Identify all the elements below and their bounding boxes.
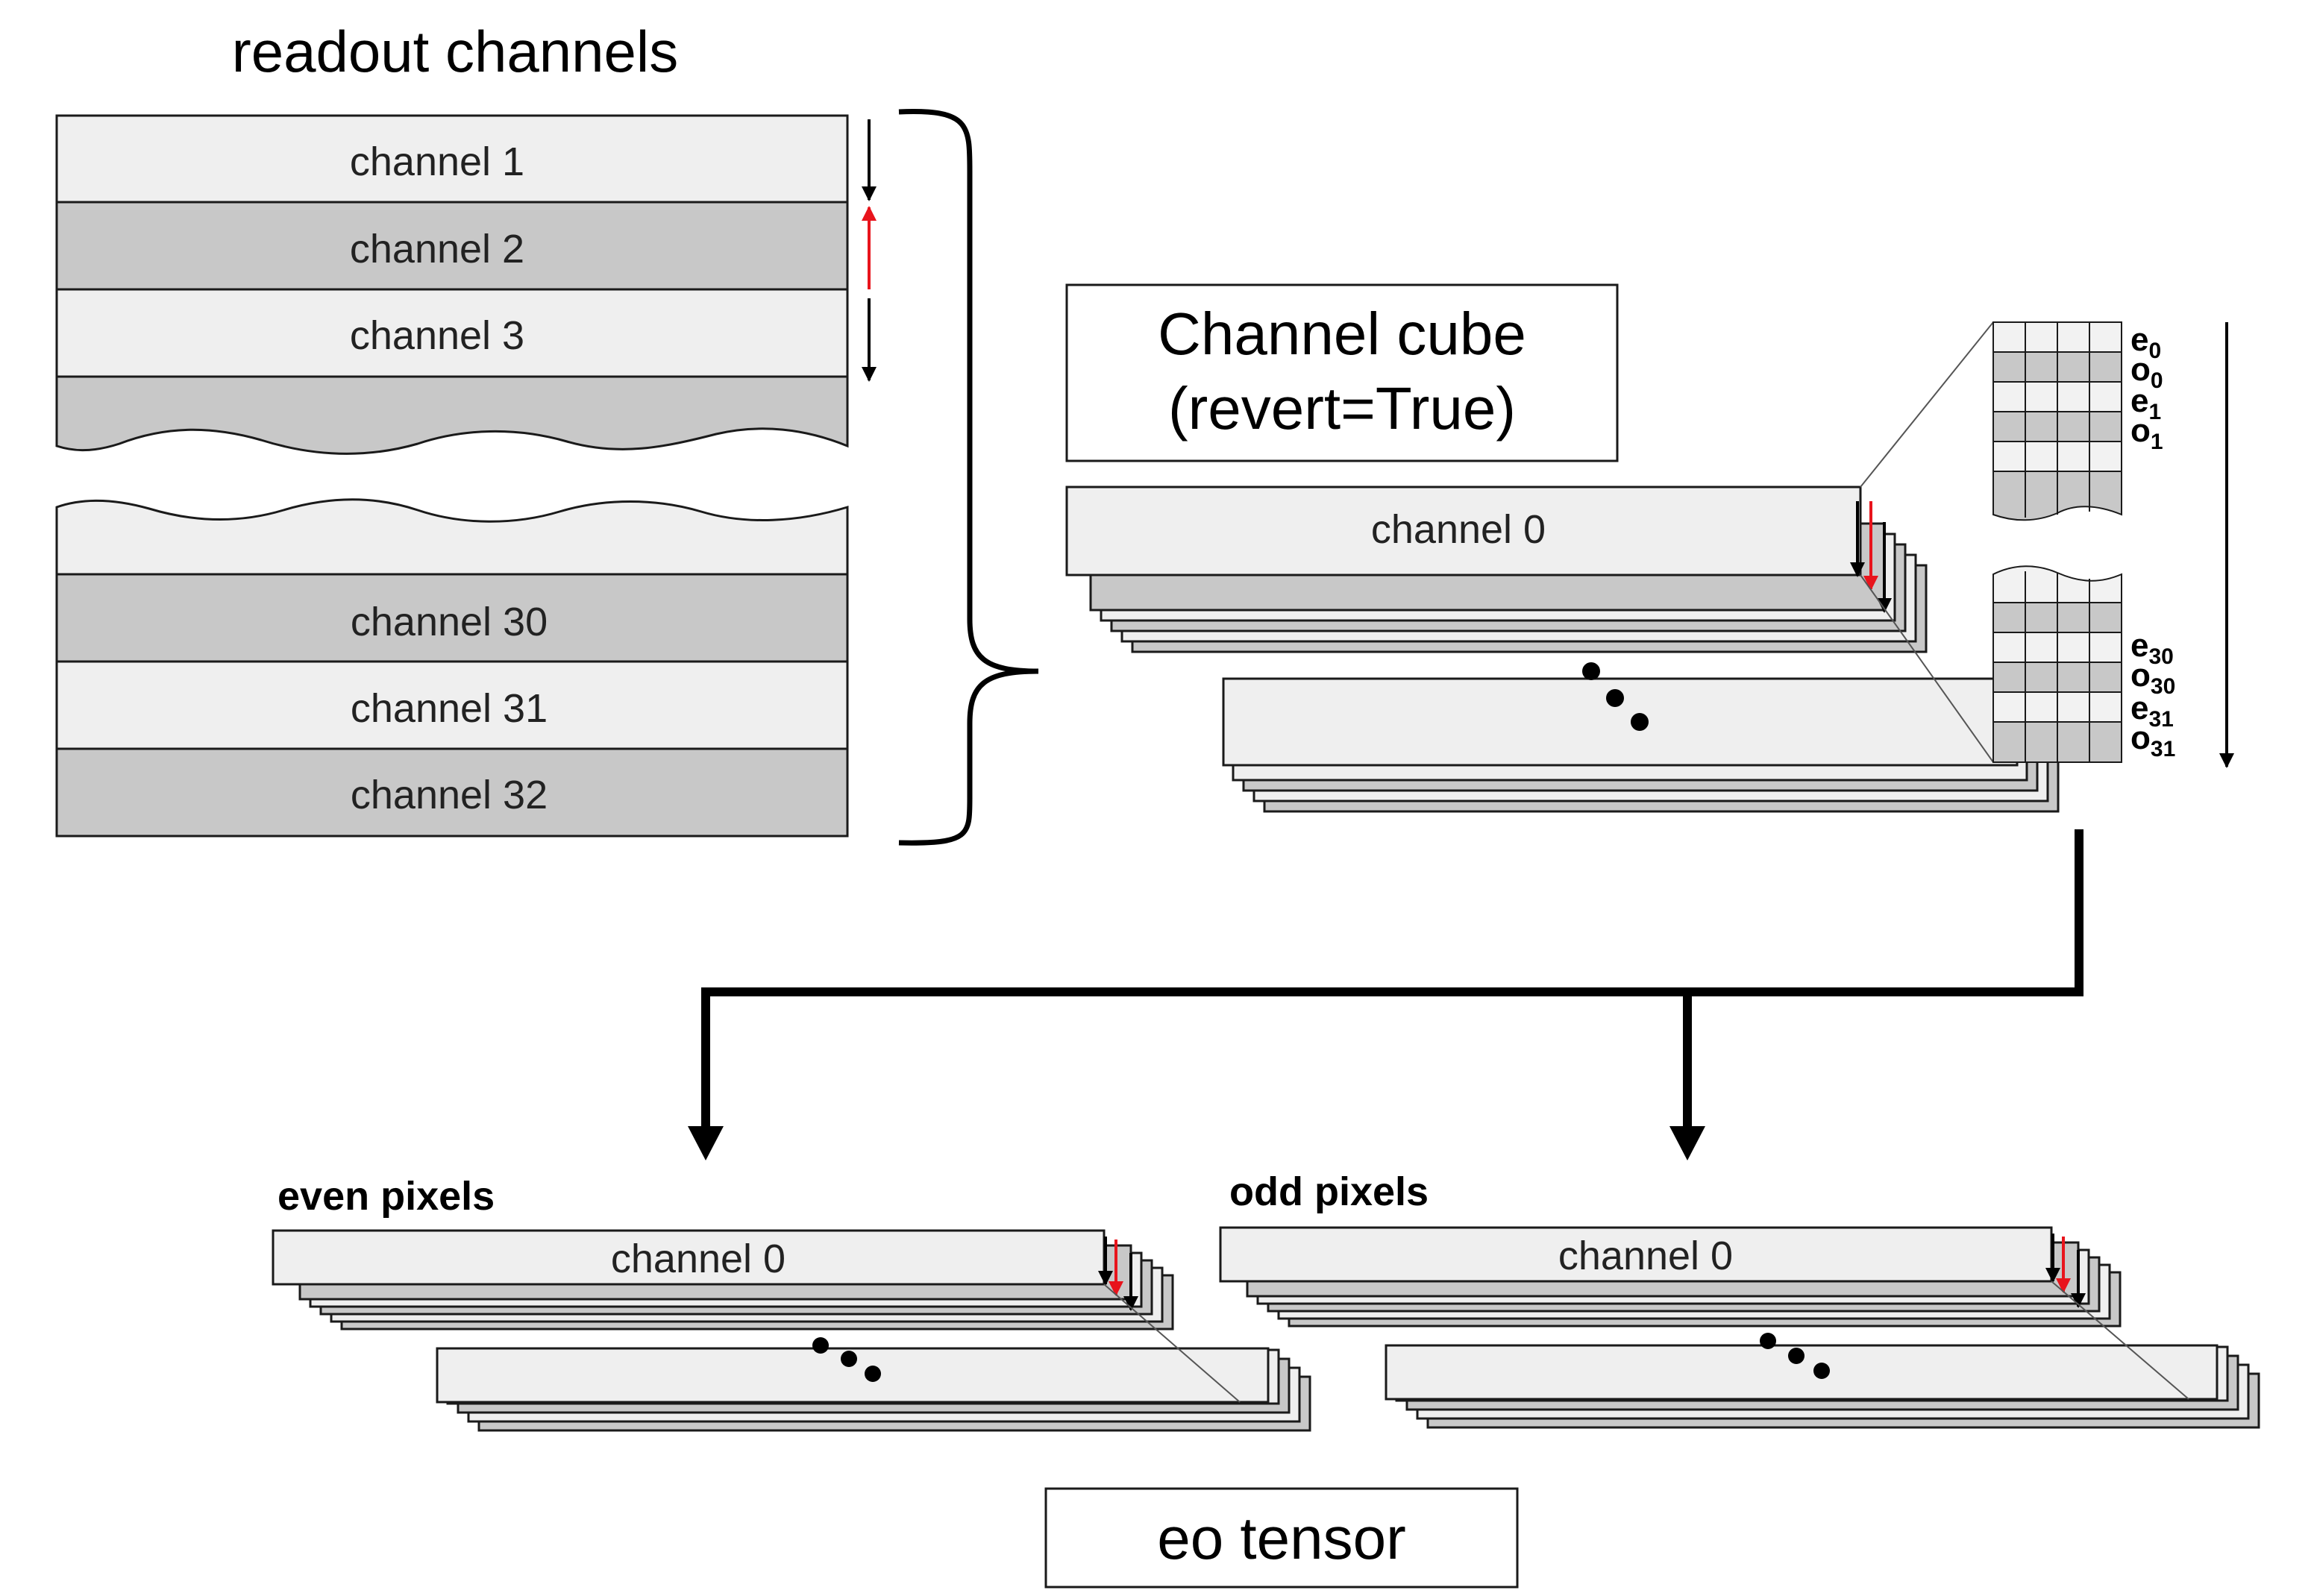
pixel-label-o1: o1: [2130, 412, 2163, 454]
zoom-line: [1860, 321, 1994, 488]
ellipsis-dot: [1631, 713, 1649, 731]
pixel-label-o0: o0: [2130, 351, 2163, 393]
split-connector: [688, 829, 2083, 1160]
split-arrow-even: [688, 1126, 724, 1160]
odd-pixels-panel: odd pixels channel 0: [1219, 1169, 2260, 1429]
pixel-label-o30: o30: [2130, 657, 2175, 699]
cube-channel-0-layer: [1065, 486, 1862, 576]
pixel-label-e1: e1: [2130, 383, 2161, 424]
ellipsis-dot: [1813, 1363, 1830, 1379]
channel-cube-title: Channel cube: [1158, 301, 1526, 367]
pixel-row-labels: e0 o0 e1 o1 e30 o30 e31 o31: [2130, 321, 2175, 761]
channel-cube-title-box: [1065, 283, 1619, 462]
eo-tensor-box: eo tensor: [1044, 1487, 1519, 1589]
pixel-label-o31: o31: [2130, 720, 2175, 761]
channel-30-label: channel 30: [351, 600, 548, 644]
odd-channel-0-label: channel 0: [1558, 1234, 1733, 1278]
ellipsis-dot: [865, 1366, 881, 1382]
pixel-grid-top: [1992, 321, 2122, 521]
ellipsis-dot: [812, 1337, 829, 1354]
channel-3-label: channel 3: [350, 313, 524, 358]
pixel-label-e31: e31: [2130, 690, 2174, 732]
pixel-label-e30: e30: [2130, 627, 2174, 669]
channel-row-3: [55, 288, 849, 378]
channel-1-label: channel 1: [350, 139, 524, 184]
ellipsis-dot: [1582, 662, 1600, 680]
grouping-brace: [898, 109, 1039, 846]
odd-zoom-line: [2051, 1281, 2189, 1400]
odd-pixels-title: odd pixels: [1229, 1169, 1429, 1214]
channel-row-32: [55, 747, 849, 838]
channel-31-label: channel 31: [351, 686, 548, 731]
channel-row-30: [55, 573, 849, 663]
split-arrow-odd: [1669, 1126, 1705, 1160]
ellipsis-dot: [841, 1351, 857, 1367]
even-channel-0-label: channel 0: [611, 1237, 786, 1281]
readout-channels-title: readout channels: [232, 19, 678, 84]
channel-cube-subtitle: (revert=True): [1168, 375, 1516, 442]
channel-2-label: channel 2: [350, 227, 524, 271]
pixel-grid-bottom: [1992, 565, 2122, 763]
cube-channel-0-label: channel 0: [1371, 507, 1546, 552]
ellipsis-dot: [1788, 1348, 1805, 1364]
zoom-line: [1860, 574, 1994, 763]
even-zoom-line: [1103, 1284, 1241, 1403]
broken-row-top: [55, 375, 849, 455]
ellipsis-dot: [1760, 1333, 1776, 1349]
pixel-label-e0: e0: [2130, 321, 2161, 363]
channel-row-1: [55, 114, 849, 204]
broken-row-bottom: [55, 498, 849, 576]
readout-channels-panel: readout channels channel 1 channel 2 cha…: [55, 19, 1039, 846]
eo-tensor-label: eo tensor: [1157, 1505, 1406, 1571]
channel-32-label: channel 32: [351, 773, 548, 817]
ellipsis-dot: [1606, 689, 1624, 707]
even-pixels-panel: even pixels channel 0: [272, 1174, 1311, 1432]
channel-row-2: [55, 201, 849, 291]
even-pixels-title: even pixels: [278, 1174, 495, 1219]
channel-cube-panel: Channel cube (revert=True) channel 0: [1065, 283, 2234, 813]
